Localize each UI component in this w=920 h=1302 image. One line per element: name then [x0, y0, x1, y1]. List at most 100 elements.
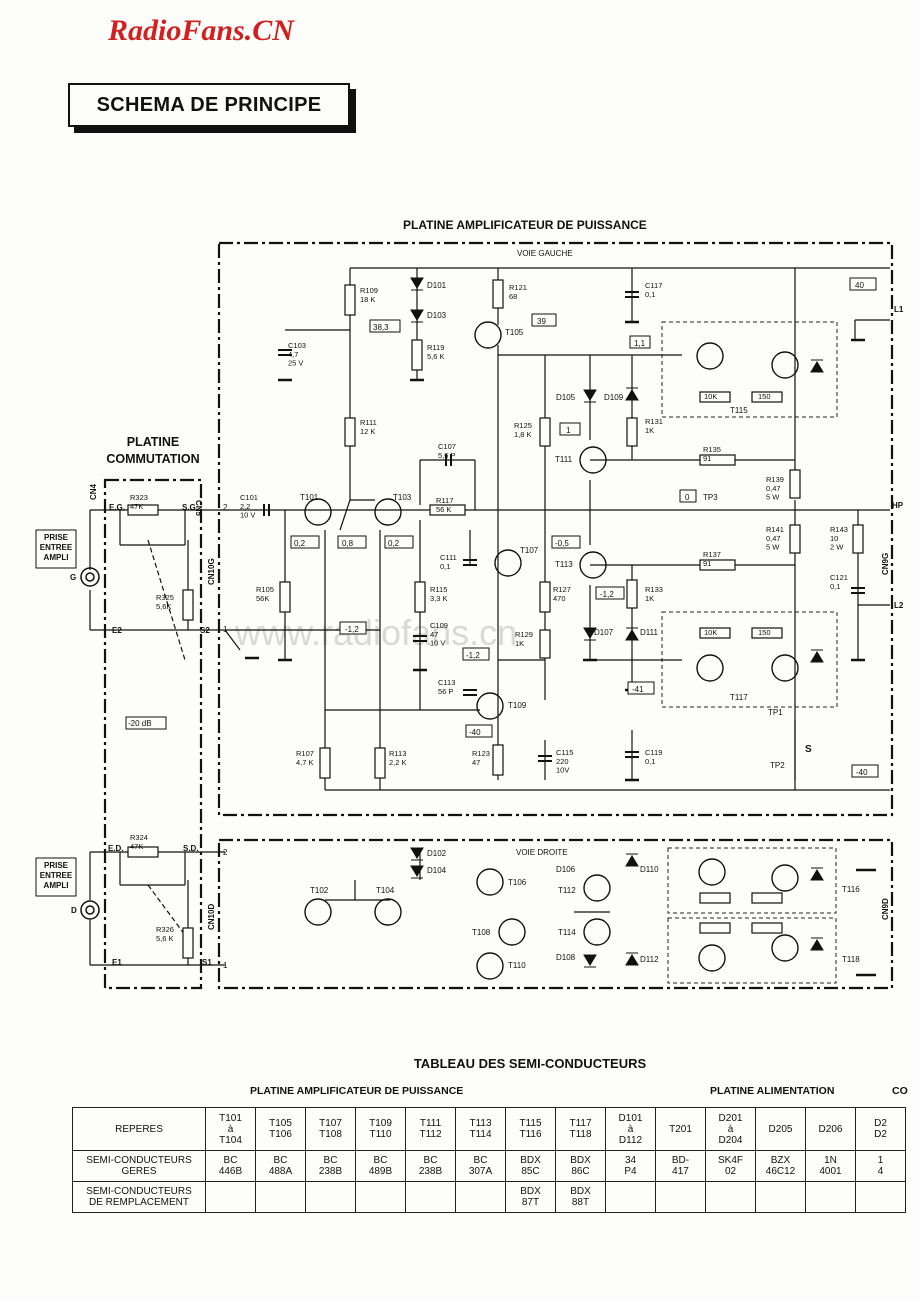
table-cell: T105 T106: [255, 1107, 306, 1151]
voltage-value: -0,5: [555, 539, 569, 548]
table-cell: D206: [805, 1107, 856, 1151]
table-cell: [655, 1181, 706, 1213]
connector-cn10g: CN10G: [207, 558, 216, 585]
resistor-value: 5 W: [766, 493, 780, 502]
resistor-r111: R111: [360, 418, 377, 427]
capacitor-c121: C121: [830, 573, 848, 582]
switch-s: S: [805, 744, 812, 755]
test-point: TP2: [770, 761, 785, 770]
connector-l1: L1: [894, 305, 904, 314]
resistor-r105: R105: [256, 585, 274, 594]
connector-cn9g: CN9G: [881, 553, 890, 575]
capacitor-c117: C117: [645, 281, 662, 290]
table-cell: BC 238B: [405, 1150, 456, 1182]
output-modules: [661, 321, 838, 984]
resistor-r137: R137: [703, 550, 721, 559]
switch-board-title: COMMUTATION: [106, 452, 199, 466]
resistor-value: 68: [509, 292, 517, 301]
table-title: TABLEAU DES SEMI-CONDUCTEURS: [413, 1056, 647, 1071]
table-cell: 34 P4: [605, 1150, 656, 1182]
capacitor-value: 0,1: [830, 582, 840, 591]
table-cell: BC 307A: [455, 1150, 506, 1182]
voltage-value: 0,2: [388, 539, 400, 548]
connector-d: D: [71, 906, 77, 915]
resistor-r141: R141: [766, 525, 784, 534]
voltage-value: 0,8: [342, 539, 354, 548]
table-cell: BC 238B: [305, 1150, 356, 1182]
resistor-value: 4,7 K: [296, 758, 314, 767]
table-cell: T201: [655, 1107, 706, 1151]
table-cell: [755, 1181, 806, 1213]
connector-l2: L2: [894, 601, 904, 610]
resistor-value: 2,2 K: [389, 758, 407, 767]
switch-board-title: PLATINE: [127, 435, 180, 449]
input-jacks: [80, 567, 100, 920]
table-cell: BC 446B: [205, 1150, 256, 1182]
connector-cn5: CN5: [194, 500, 203, 517]
resistor-r125: R125: [514, 421, 532, 430]
table-cell: T109 T110: [355, 1107, 406, 1151]
table-cell: BDX 85C: [505, 1150, 556, 1182]
table-row-header: SEMI-CONDUCTEURS GERES: [72, 1150, 206, 1182]
resistor-r143: R143: [830, 525, 848, 534]
diode-d109: D109: [604, 393, 624, 402]
pin-number: 2: [223, 503, 228, 512]
resistor-r127: R127: [553, 585, 571, 594]
resistor-value: 91: [703, 559, 711, 568]
table-cell: [605, 1181, 656, 1213]
table-row-header: SEMI-CONDUCTEURS DE REMPLACEMENT: [72, 1181, 206, 1213]
transistor-t105: T105: [505, 328, 524, 337]
connector-e2: E2: [112, 626, 122, 635]
connector-s1: S1: [202, 958, 212, 967]
transistor-t104: T104: [376, 886, 395, 895]
voltage-value: -1,2: [466, 651, 480, 660]
resistor-value: 1,8 K: [514, 430, 532, 439]
resistor-r117: R117: [436, 496, 453, 505]
diode-symbols: [410, 277, 824, 968]
table-cell: [805, 1181, 856, 1213]
table-cell: BDX 88T: [555, 1181, 606, 1213]
table-cell: BC 489B: [355, 1150, 406, 1182]
board-frames: [103, 241, 894, 990]
transistor-t111: T111: [555, 455, 573, 464]
table-cell: BD- 417: [655, 1150, 706, 1182]
prise-entree-droite: ENTREE: [40, 871, 73, 880]
attenuation-label: -20 dB: [128, 719, 152, 728]
module-value: 10K: [704, 628, 717, 637]
capacitor-value: 10 V: [430, 639, 445, 648]
resistor-r107: R107: [296, 749, 314, 758]
capacitor-c109: C109: [430, 621, 448, 630]
table-cell: D2 D2: [855, 1107, 906, 1151]
prise-entree-gauche: AMPLI: [44, 553, 69, 562]
table-cell: D101 à D112: [605, 1107, 656, 1151]
connector-sd: S.D.: [183, 844, 199, 853]
table-cell: 1 4: [855, 1150, 906, 1182]
resistor-r123: R123: [472, 749, 490, 758]
transistor-t117: T117: [730, 693, 748, 702]
resistor-value: 2 W: [830, 543, 844, 552]
transistor-t110: T110: [508, 961, 526, 970]
resistor-value: 5,6 K: [156, 934, 174, 943]
pin-number: 2: [223, 848, 228, 857]
capacitor-symbols: [263, 291, 865, 762]
resistor-r326: R326: [156, 925, 174, 934]
resistor-value: 47: [472, 758, 480, 767]
diode-d106: D106: [556, 865, 576, 874]
connector-cn9d: CN9D: [881, 898, 890, 920]
table-cell: [255, 1181, 306, 1213]
resistor-r139: R139: [766, 475, 784, 484]
resistor-r135: R135: [703, 445, 721, 454]
prise-entree-droite: PRISE: [44, 861, 69, 870]
capacitor-value: 56 P: [438, 687, 453, 696]
table-cell: SK4F 02: [705, 1150, 756, 1182]
diode-d107: D107: [594, 628, 614, 637]
resistor-value: 5,6 K: [427, 352, 445, 361]
diode-d111: D111: [640, 628, 658, 637]
pin-number: 1: [223, 961, 228, 970]
table-group-alimentation: PLATINE ALIMENTATION: [710, 1085, 835, 1097]
prise-entree-gauche: PRISE: [44, 533, 69, 542]
resistor-value: 47K: [130, 502, 143, 511]
voltage-value: 1,1: [634, 339, 646, 348]
transistor-t112: T112: [558, 886, 576, 895]
